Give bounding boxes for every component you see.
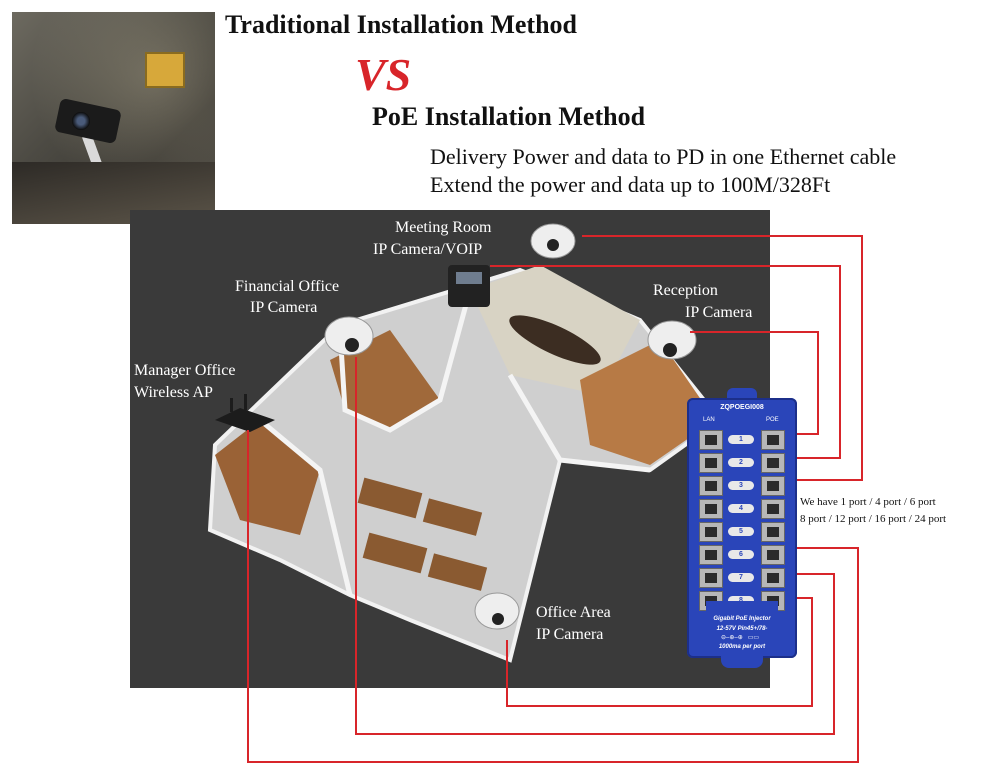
meeting-table bbox=[509, 315, 601, 365]
cable-financial-office-camera bbox=[355, 357, 835, 735]
port-number: 7 bbox=[728, 573, 754, 582]
financial-office-label-line2: IP Camera bbox=[250, 299, 318, 316]
manager-office-label: Manager Office Wireless AP bbox=[134, 360, 235, 404]
power-symbol-icon: ⊖–⊕–⊕ ▭▭ bbox=[721, 635, 760, 641]
interior-walls-3 bbox=[507, 373, 651, 473]
port-number: 1 bbox=[728, 435, 754, 444]
financial-office-floor bbox=[330, 330, 440, 430]
poe-port bbox=[761, 545, 785, 565]
reception-label-line1: Reception bbox=[653, 282, 718, 299]
injector-power: 1000ma per port bbox=[718, 644, 766, 650]
cable-wireless-ap bbox=[247, 430, 859, 763]
meeting-room-label: Meeting Room bbox=[395, 217, 491, 239]
port-number: 6 bbox=[728, 550, 754, 559]
reception-floor bbox=[580, 340, 715, 465]
poe-port bbox=[761, 568, 785, 588]
poe-cables bbox=[247, 235, 863, 763]
poe-title: PoE Installation Method bbox=[372, 102, 646, 131]
financial-office-device-label: IP Camera bbox=[250, 297, 317, 319]
traditional-title: Traditional Installation Method bbox=[225, 10, 578, 39]
reception-label-line2: IP Camera bbox=[685, 304, 753, 321]
traditional-installation-photo bbox=[12, 12, 215, 224]
reception-label: Reception bbox=[653, 280, 718, 302]
poe-port bbox=[761, 453, 785, 473]
port-number: 8 bbox=[728, 596, 754, 605]
port-number: 5 bbox=[728, 527, 754, 536]
lan-port bbox=[699, 522, 723, 542]
poe-port bbox=[761, 430, 785, 450]
benefit-line-2: Extend the power and data up to 100M/328… bbox=[430, 172, 831, 197]
interior-walls bbox=[337, 289, 473, 433]
manager-office-label-line1: Manager Office bbox=[134, 362, 236, 379]
poe-column-label: POE bbox=[766, 417, 779, 423]
lan-port bbox=[699, 430, 723, 450]
desk-cluster-1 bbox=[357, 477, 423, 519]
desk-cluster-2 bbox=[422, 498, 483, 536]
injector-product: Gigabit PoE Injector bbox=[713, 616, 771, 622]
manager-office-label-line2: Wireless AP bbox=[134, 384, 213, 401]
lan-port bbox=[699, 545, 723, 565]
reception-camera-icon bbox=[647, 320, 697, 360]
lan-port bbox=[699, 476, 723, 496]
injector-model: ZQPOEGI008 bbox=[720, 404, 764, 411]
cable-meeting-room-camera bbox=[582, 235, 863, 481]
financial-office-label-line1: Financial Office bbox=[235, 278, 340, 295]
financial-office-label: Financial Office bbox=[235, 276, 339, 298]
cable-voip-phone bbox=[490, 265, 841, 459]
office-area-label: Office Area bbox=[536, 602, 611, 624]
benefit-line-1: Delivery Power and data to PD in one Eth… bbox=[430, 144, 897, 169]
poe-injector: ZQPOEGI008 LAN POE 1 2 3 4 5 6 7 8 Gigabit PoE … bbox=[687, 388, 797, 668]
lan-port bbox=[699, 568, 723, 588]
desk-cluster-4 bbox=[427, 553, 488, 591]
port-number: 2 bbox=[728, 458, 754, 467]
lan-port bbox=[699, 499, 723, 519]
junction-box-icon bbox=[145, 52, 185, 88]
port-number: 3 bbox=[728, 481, 754, 490]
port-options-line-1: We have 1 port / 4 port / 6 port bbox=[800, 496, 936, 508]
wireless-ap-icon bbox=[215, 394, 275, 432]
poe-port bbox=[761, 476, 785, 496]
office-area-camera-icon bbox=[474, 592, 520, 630]
meeting-room-label-line2: IP Camera/VOIP bbox=[373, 241, 483, 258]
camera-lens-icon bbox=[72, 112, 90, 130]
cable-office-area-camera bbox=[506, 597, 813, 707]
voip-phone-icon bbox=[448, 265, 490, 307]
injector-label-panel bbox=[706, 601, 778, 645]
lan-column-label: LAN bbox=[703, 417, 715, 423]
office-area-device-label: IP Camera bbox=[536, 624, 603, 646]
cable-reception-camera bbox=[690, 331, 819, 435]
port-options-line-2: 8 port / 12 port / 16 port / 24 port bbox=[800, 513, 947, 525]
meeting-room-camera-icon bbox=[530, 223, 576, 259]
meeting-room-label-line1: Meeting Room bbox=[395, 219, 492, 236]
port-number: 4 bbox=[728, 504, 754, 513]
interior-walls-2 bbox=[258, 418, 353, 596]
injector-spec: 12-57V Pin45+/78- bbox=[716, 626, 768, 632]
financial-office-camera-icon bbox=[324, 316, 374, 356]
lan-port bbox=[699, 453, 723, 473]
poe-port bbox=[761, 522, 785, 542]
desk-cluster-3 bbox=[362, 532, 428, 574]
poe-port bbox=[761, 499, 785, 519]
injector-mount-tab-bottom bbox=[721, 654, 763, 668]
meeting-room-device-label: IP Camera/VOIP bbox=[373, 239, 482, 261]
reception-device-label: IP Camera bbox=[685, 302, 752, 324]
vs-label: VS bbox=[355, 49, 412, 100]
office-area-label-line1: Office Area bbox=[536, 604, 611, 621]
office-area-label-line2: IP Camera bbox=[536, 626, 604, 643]
